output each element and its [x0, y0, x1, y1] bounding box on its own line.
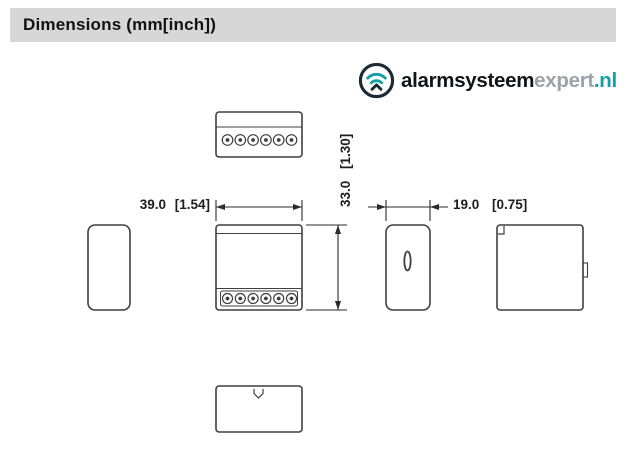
front-view-terminal-screws: [221, 292, 298, 305]
back-view-corner-notch: [497, 226, 505, 235]
page-title: Dimensions (mm[inch]): [23, 15, 217, 34]
right-side-view: [385, 224, 431, 311]
bottom-view-notch: [253, 389, 264, 399]
depth-inch-label: [0.75]: [492, 197, 527, 212]
height-mm-label: 33.0: [338, 181, 353, 207]
side-button-slot: [403, 250, 412, 272]
top-view: [215, 111, 303, 158]
back-view: [496, 224, 589, 311]
height-dimension: 33.0 [1.30]: [306, 134, 353, 311]
height-inch-label: [1.30]: [338, 134, 353, 169]
wifi-signal-icon: [358, 62, 395, 99]
left-side-view: [87, 224, 131, 311]
brand-wordmark: alarmsysteemexpert.nl: [401, 69, 617, 93]
top-view-terminal-screws: [221, 134, 298, 146]
brand-tld: .nl: [593, 68, 617, 92]
depth-dimension: 19.0 [0.75]: [368, 197, 527, 221]
width-mm-label: 39.0: [140, 197, 166, 212]
section-header: Dimensions (mm[inch]): [10, 8, 616, 42]
brand-logo: alarmsysteemexpert.nl: [357, 61, 617, 100]
bottom-view: [215, 385, 303, 433]
depth-mm-label: 19.0: [453, 197, 479, 212]
brand-name-bold: alarmsysteem: [401, 68, 535, 92]
back-view-side-tab: [582, 262, 589, 278]
front-view: [215, 224, 303, 311]
width-dimension: 39.0 [1.54]: [140, 197, 303, 221]
width-inch-label: [1.54]: [175, 197, 210, 212]
brand-name-light: expert: [534, 68, 594, 92]
